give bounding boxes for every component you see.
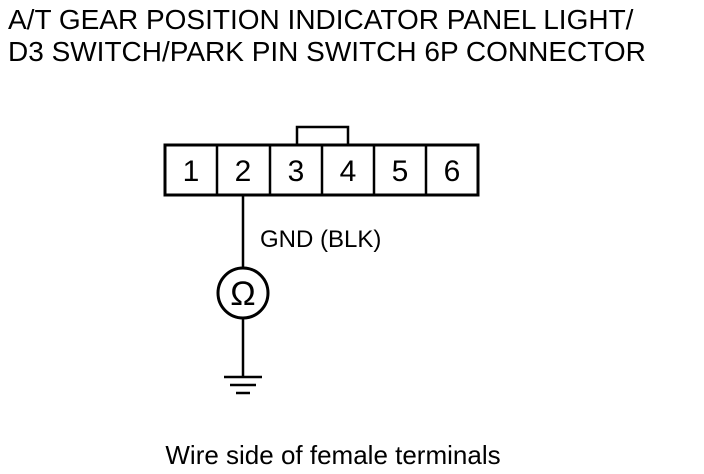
connector-lock-tab (295, 125, 350, 145)
ohm-symbol: Ω (230, 275, 255, 313)
pin-label-3: 3 (288, 155, 305, 188)
pin-label-2: 2 (235, 155, 252, 188)
caption-text: Wire side of female terminals (165, 440, 501, 470)
pin-label-1: 1 (183, 155, 200, 188)
pin-label-4: 4 (340, 155, 357, 188)
ground-icon (224, 375, 262, 395)
title-line-1: A/T GEAR POSITION INDICATOR PANEL LIGHT/ (8, 4, 634, 35)
diagram-title: A/T GEAR POSITION INDICATOR PANEL LIGHT/… (8, 4, 646, 68)
title-line-2: D3 SWITCH/PARK PIN SWITCH 6P CONNECTOR (8, 36, 646, 67)
pin-label-5: 5 (392, 155, 409, 188)
connector-cell-dividers (215, 145, 428, 195)
pin-label-6: 6 (444, 155, 461, 188)
diagram-caption: Wire side of female terminals (0, 440, 704, 470)
wire-label: GND (BLK) (260, 226, 381, 253)
